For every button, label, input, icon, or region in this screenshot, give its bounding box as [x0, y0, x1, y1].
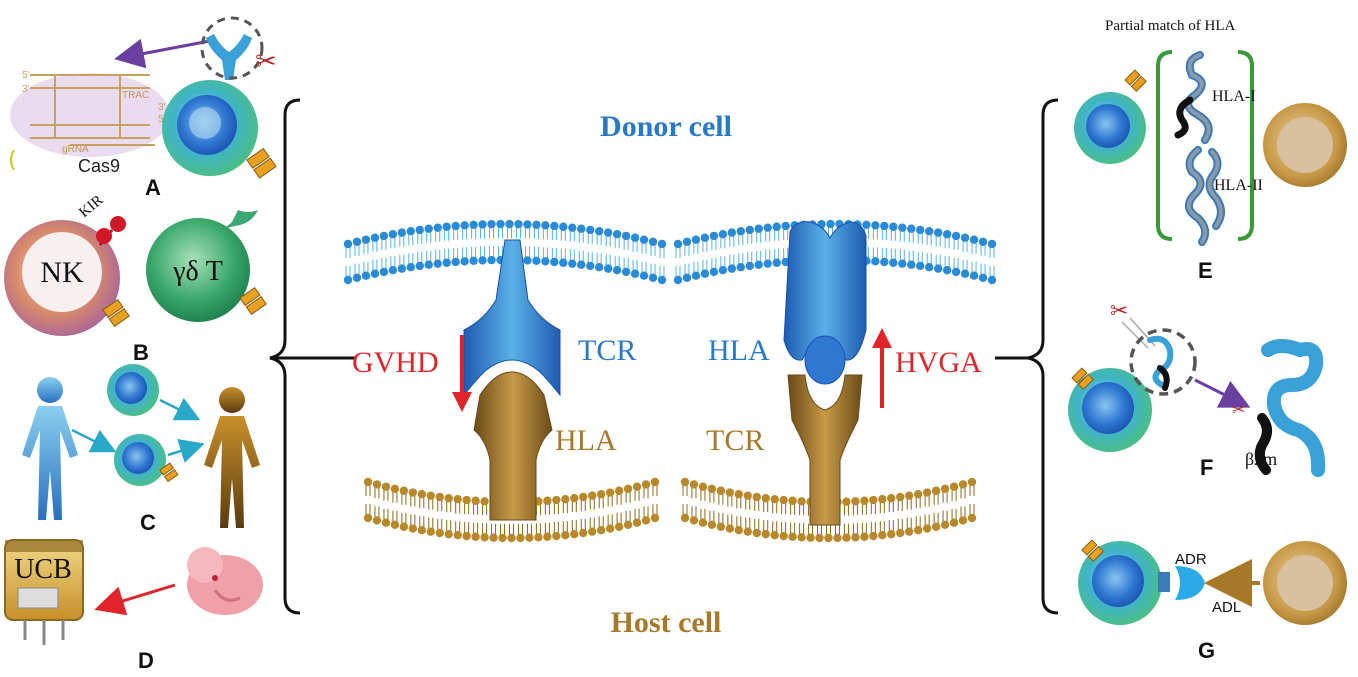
panel-a: 5' 3' TRAC 3' 5' gRNA Cas9 ✂ A [10, 16, 277, 200]
scissors-icon: ✂ [255, 46, 277, 76]
tcr-knockout-icon [200, 16, 264, 80]
nk-car-receptor-icon [102, 298, 130, 328]
fetus-icon [187, 547, 263, 615]
cas9-label: Cas9 [78, 156, 120, 176]
dna-5-prime-right: 5' [158, 114, 166, 125]
gvhd-label: GVHD [352, 346, 439, 379]
dna-3-prime-top-left: 3' [22, 84, 30, 95]
left-tcr-receptor [463, 239, 561, 397]
right-bracket [1027, 98, 1059, 615]
host-membrane-right [680, 477, 977, 543]
hvga-up-arrow [872, 328, 892, 408]
dna-5-prime-top: 5' [22, 70, 30, 81]
grna-label: gRNA [62, 144, 89, 155]
right-tcr-label: TCR [706, 424, 764, 457]
hla-right-bracket [1237, 50, 1254, 241]
panel-e: Partial match of HLA HLA-I HLA-II E [1074, 18, 1347, 283]
recipient-human-icon [204, 387, 260, 528]
panel-e-letter: E [1198, 258, 1213, 283]
donor-cell-label: Donor cell [600, 110, 732, 143]
gd-t-label: γδ T [172, 256, 223, 287]
hvga-label: HVGA [895, 346, 982, 379]
right-tcr-ligand [787, 374, 863, 526]
panel-e-title: Partial match of HLA [1105, 18, 1236, 34]
f-arrow [1194, 378, 1251, 408]
panel-d-letter: D [138, 648, 154, 673]
hla-knockout-icon [1129, 328, 1197, 396]
b2m-label: β2m [1245, 449, 1277, 469]
panel-f-letter: F [1200, 455, 1213, 480]
panel-c: C [22, 364, 260, 535]
f-scissors-icon: ✂ [1110, 298, 1128, 323]
adl-label: ADL [1212, 599, 1241, 616]
gd-t-cell [146, 218, 250, 322]
panel-b-letter: B [133, 340, 149, 365]
donor-to-cell-arrow [71, 428, 117, 453]
ucb-bag-icon [4, 539, 84, 645]
hla-left-bracket [1156, 50, 1173, 241]
f-small-scissors-icon: ✂ [1232, 402, 1245, 419]
nk-label: NK [40, 256, 84, 289]
donor-membrane-left [343, 219, 667, 285]
panel-g: ADR ADL G [1078, 539, 1347, 663]
car-receptor-icon [246, 147, 277, 179]
ucb-arrow [94, 583, 176, 616]
panel-c-letter: C [140, 510, 156, 535]
right-hla-receptor [783, 221, 867, 385]
hla-i-icon [1174, 51, 1213, 144]
host-cell-label: Host cell [611, 606, 722, 639]
donor-human-icon [22, 377, 78, 520]
left-hla-ligand [473, 371, 553, 521]
panel-a-letter: A [145, 175, 161, 200]
hla-i-label: HLA-I [1212, 88, 1256, 105]
left-tcr-label: TCR [578, 334, 636, 367]
ucb-label: UCB [14, 554, 72, 585]
adr-label: ADR [1175, 551, 1207, 568]
adr-receptor-icon [1158, 572, 1170, 592]
cut-arrow [114, 38, 216, 69]
hla-ii-icon [1184, 146, 1225, 246]
kir-label: KIR [76, 192, 106, 221]
hla-ii-label: HLA-II [1214, 177, 1263, 194]
adr-cup-icon [1175, 566, 1205, 600]
panel-g-letter: G [1198, 638, 1215, 663]
panel-b: NK KIR γδ T B [4, 192, 267, 365]
trac-label: TRAC [122, 90, 149, 101]
right-hla-label: HLA [708, 334, 770, 367]
gd-tcr-icon [225, 210, 258, 228]
panel-f: ✂ ✂ β2m F [1068, 298, 1326, 480]
dna-3-prime-right: 3' [158, 102, 166, 113]
dna-strand-icon [30, 74, 150, 139]
membranes [343, 219, 997, 543]
panel-d: UCB D [4, 539, 263, 673]
left-hla-label: HLA [555, 424, 617, 457]
b2m-hla-icon [1254, 339, 1326, 477]
gvhd-down-arrow [452, 335, 472, 412]
cas9-blob [10, 73, 170, 157]
gd-car-receptor-icon [239, 286, 267, 316]
kir-receptor-icon [96, 216, 126, 246]
